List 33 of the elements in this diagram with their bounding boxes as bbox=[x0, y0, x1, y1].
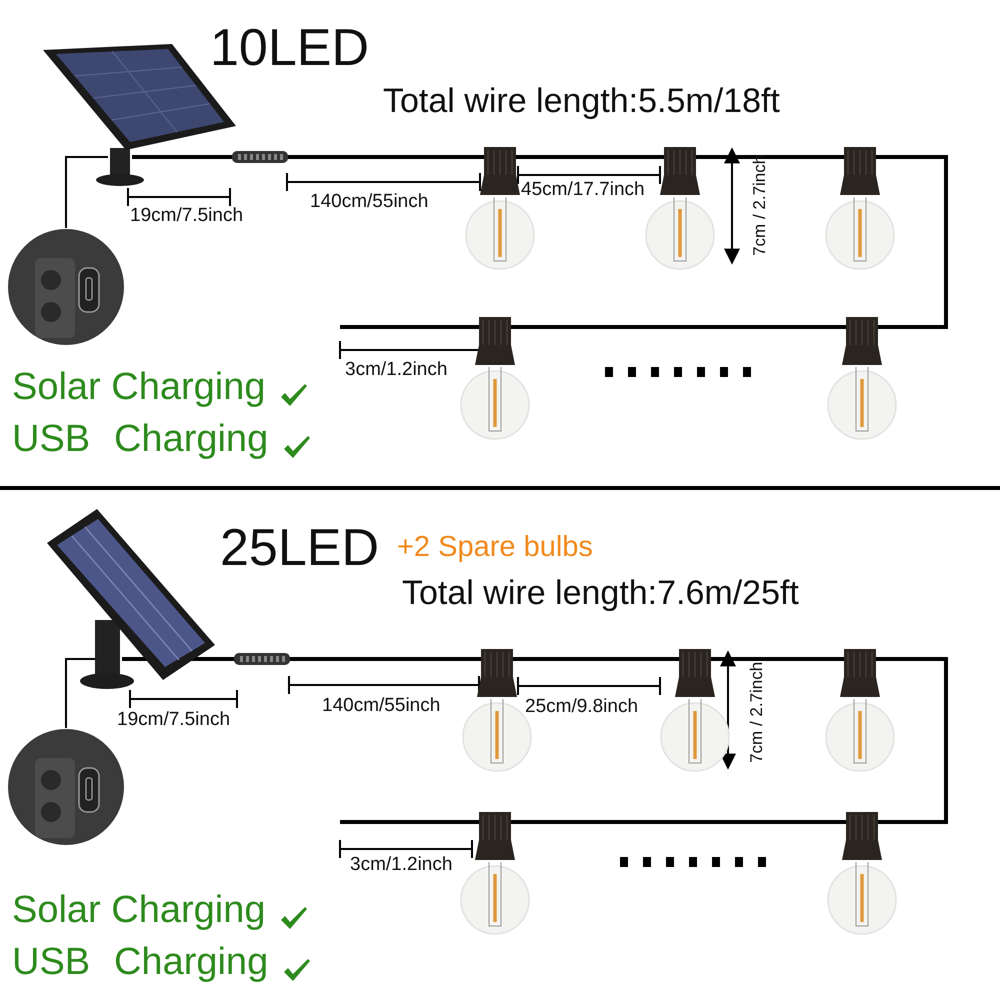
feature-text: USB Charging bbox=[12, 942, 268, 984]
dimension-label: 140cm/55inch bbox=[322, 696, 440, 717]
wire-length-text: Total wire length:5.5m/18ft bbox=[383, 83, 780, 120]
leader-line bbox=[65, 156, 108, 228]
feature-text: Solar Charging bbox=[12, 890, 266, 932]
spare-bulbs-note: +2 Spare bulbs bbox=[397, 532, 593, 564]
dimension-label: 19cm/7.5inch bbox=[117, 710, 230, 731]
usb-port-closeup-drawing bbox=[7, 228, 125, 346]
wire bbox=[536, 155, 644, 159]
wire-length-text: Total wire length:7.6m/25ft bbox=[402, 575, 799, 612]
wire bbox=[531, 820, 826, 824]
dimension-label: 3cm/1.2inch bbox=[350, 855, 452, 876]
dimension-label: 45cm/17.7inch bbox=[521, 180, 645, 201]
wire bbox=[731, 657, 824, 661]
wire bbox=[896, 657, 948, 824]
wire bbox=[533, 657, 659, 661]
heading: 25LED bbox=[220, 520, 379, 578]
wire bbox=[340, 820, 459, 824]
wire bbox=[896, 155, 948, 329]
dimension-label: 140cm/55inch bbox=[310, 192, 428, 213]
wire bbox=[531, 325, 826, 329]
feature-text: Solar Charging bbox=[12, 367, 266, 409]
dimension-label: 7cm / 2.7inch bbox=[748, 661, 766, 762]
dimension-label: 25cm/9.8inch bbox=[525, 697, 638, 718]
heading: 10LED bbox=[210, 20, 369, 78]
wire bbox=[716, 155, 824, 159]
usb-port-closeup-drawing bbox=[7, 728, 125, 846]
dimension-label: 3cm/1.2inch bbox=[345, 360, 448, 381]
leader-line bbox=[65, 658, 95, 728]
feature-text: USB Charging bbox=[12, 419, 268, 461]
wire bbox=[340, 325, 459, 329]
dimension-label: 19cm/7.5inch bbox=[130, 206, 244, 227]
wire bbox=[132, 155, 464, 159]
